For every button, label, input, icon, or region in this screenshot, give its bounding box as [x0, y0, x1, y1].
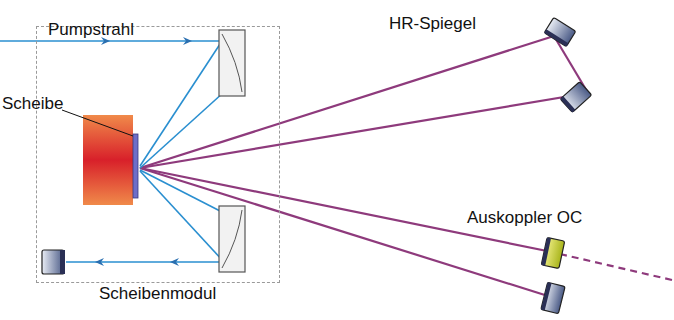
disk [133, 134, 138, 198]
part-label: HR-Spiegel [389, 14, 476, 34]
part-label: Scheibe [2, 94, 63, 114]
hr-mirror [560, 82, 591, 113]
hr-mirror [544, 17, 576, 46]
module-box [36, 26, 280, 283]
module-label: Scheibenmodul [99, 284, 216, 304]
heat-sink [83, 115, 133, 205]
leader-line [62, 110, 133, 136]
end-mirror [541, 282, 565, 314]
beam-label: Pumpstrahl [48, 20, 134, 40]
parabolic-mirror [219, 30, 245, 272]
part-label: Auskoppler OC [467, 208, 582, 228]
pump-beam [0, 41, 224, 262]
retro-mirror [42, 250, 65, 274]
output-coupler [541, 237, 564, 268]
